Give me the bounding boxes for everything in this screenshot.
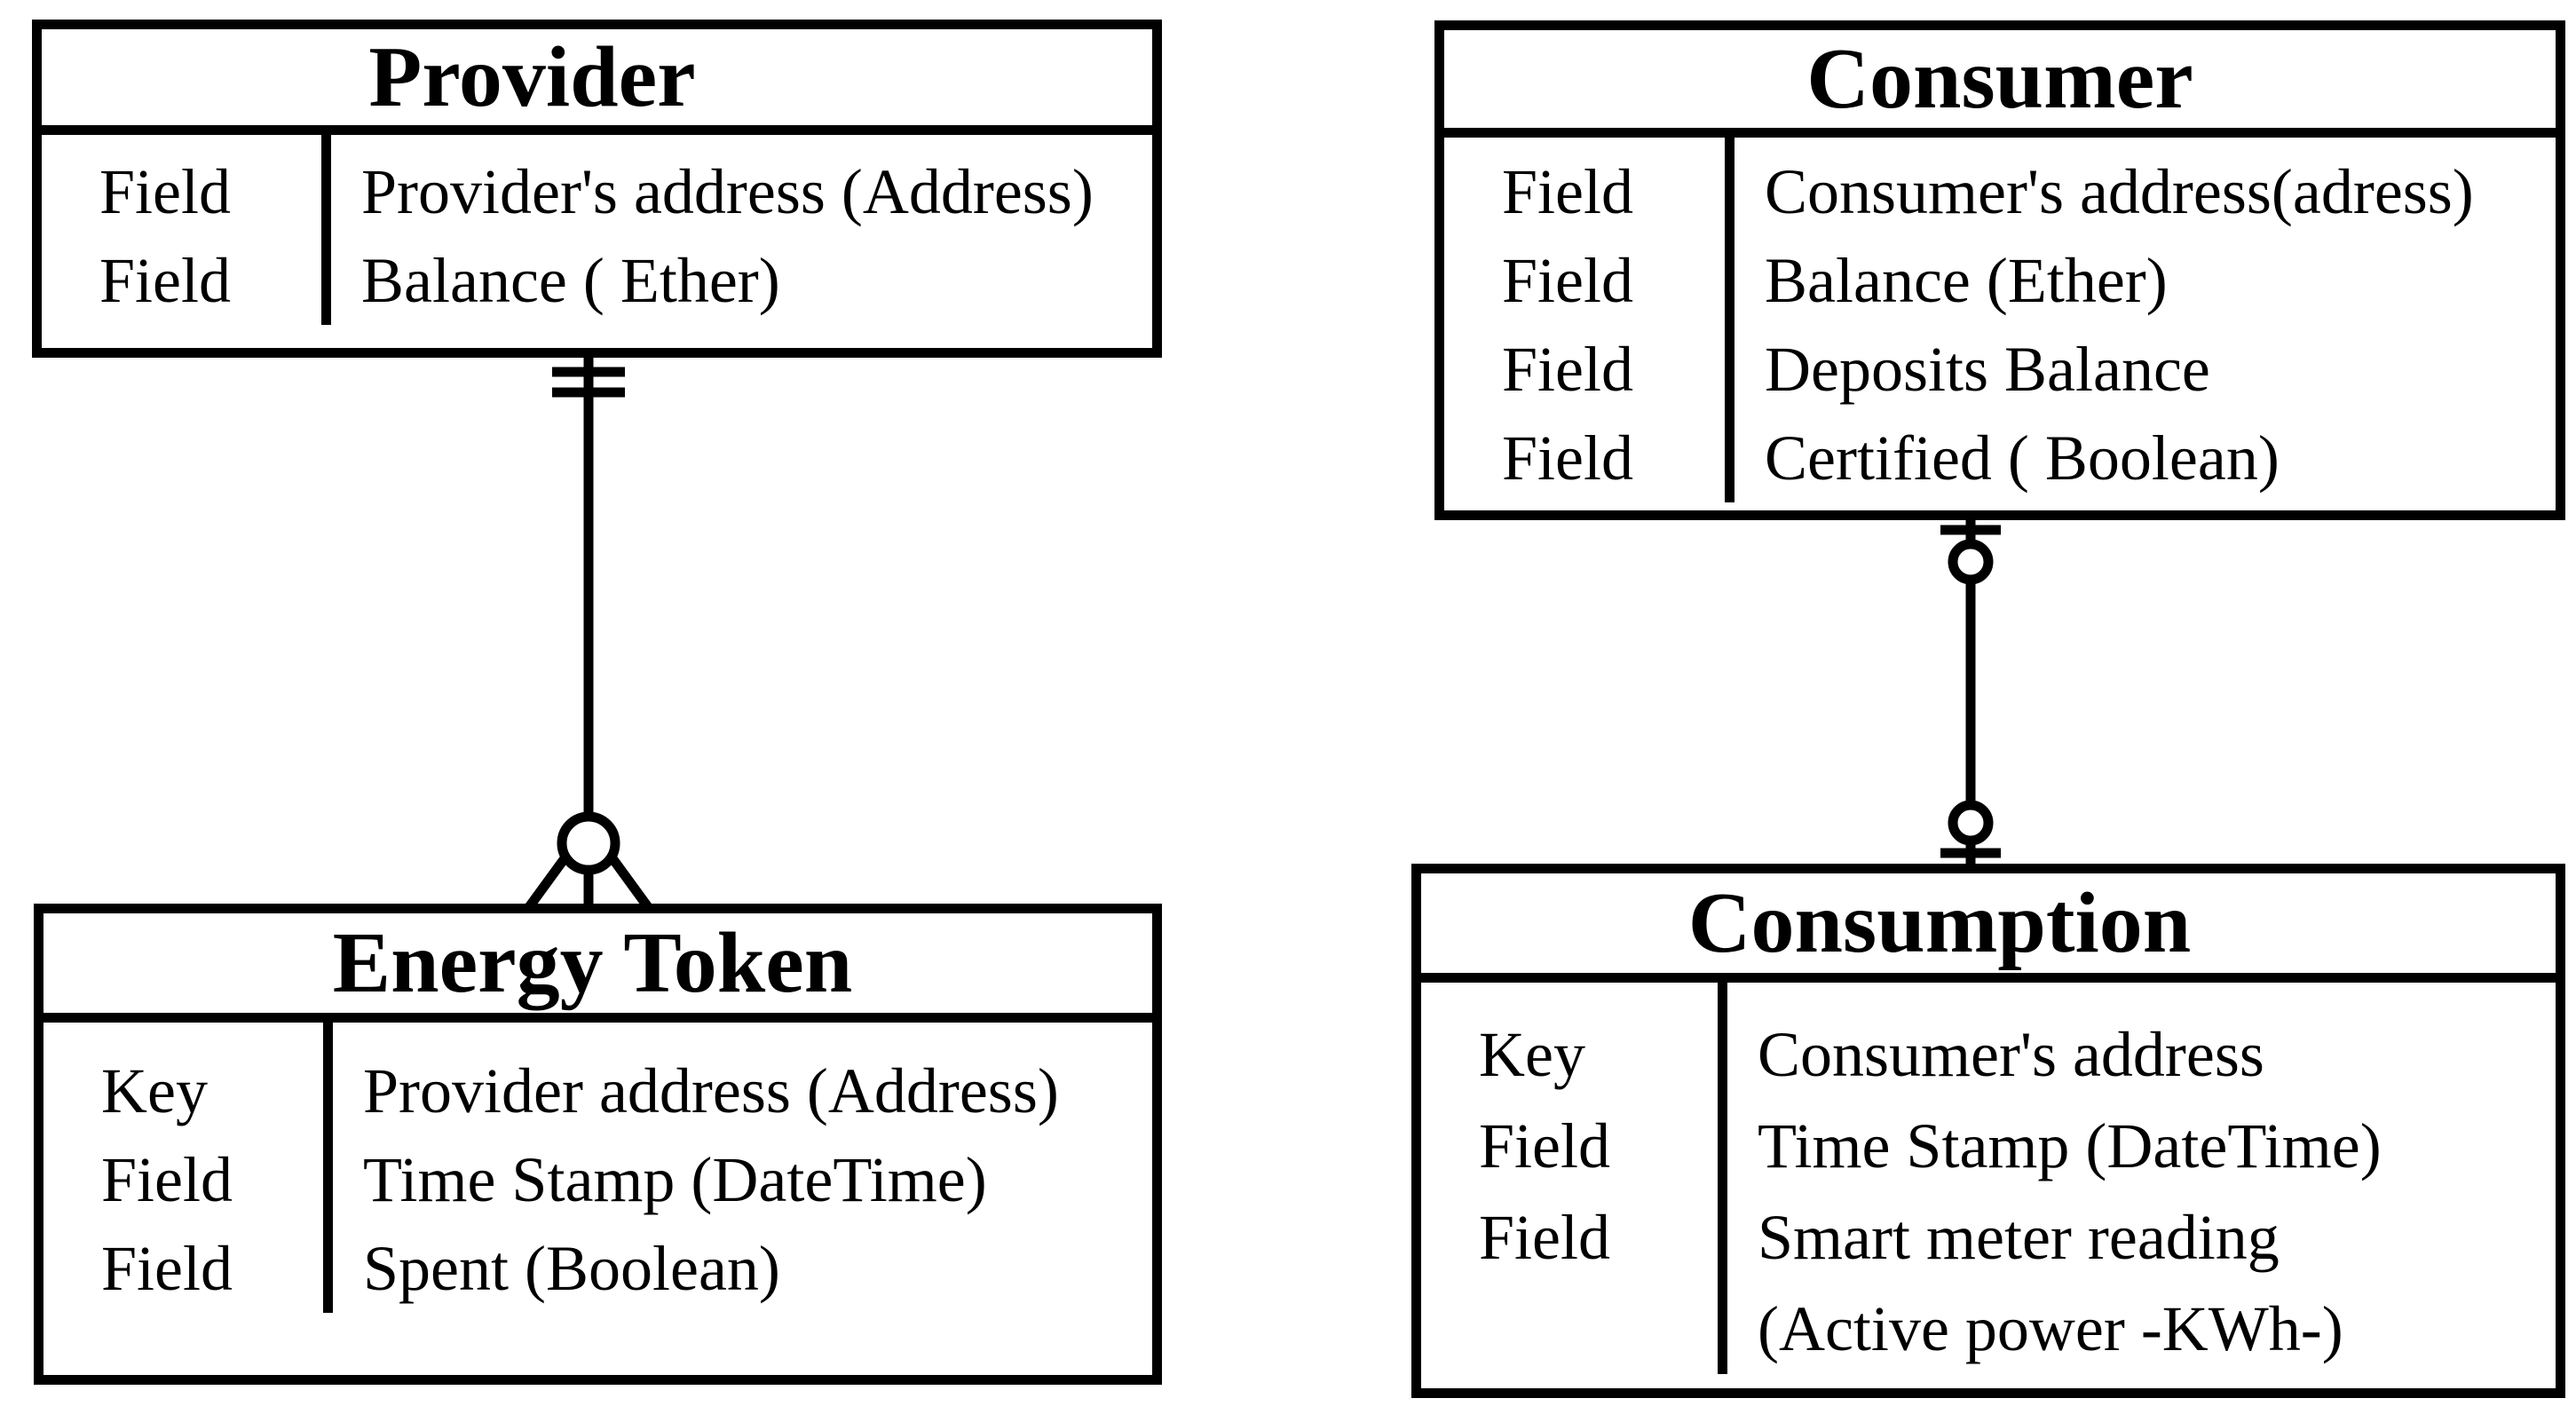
row-kind: Field [1479, 1110, 1611, 1181]
one-and-only-one-symbol [552, 367, 625, 398]
row-value: Time Stamp (DateTime) [363, 1144, 987, 1215]
column-divider [1718, 983, 1727, 1374]
row-kind: Field [101, 1144, 233, 1215]
field-row: Field Spent (Boolean) [43, 1224, 1152, 1313]
field-row: Field Balance ( Ether) [42, 236, 1152, 325]
relationship-provider-energytoken [522, 358, 655, 914]
row-kind: Field [101, 1233, 233, 1304]
entity-energy-token-fields: Key Provider address (Address) Field Tim… [43, 1023, 1152, 1313]
row-kind: Key [101, 1055, 208, 1126]
column-divider [321, 135, 331, 325]
field-row: Key Consumer's address [1421, 1008, 2556, 1100]
row-kind: Field [1502, 423, 1634, 494]
row-value: Consumer's address(adress) [1765, 156, 2474, 227]
row-value: Deposits Balance [1765, 334, 2210, 405]
row-value: Spent (Boolean) [363, 1233, 780, 1304]
row-value: Balance ( Ether) [361, 245, 780, 316]
row-kind: Key [1479, 1018, 1585, 1090]
row-value: Time Stamp (DateTime) [1758, 1110, 2382, 1181]
field-row: Field Deposits Balance [1444, 325, 2556, 414]
row-kind: Field [1502, 334, 1634, 405]
zero-or-many-symbol [522, 811, 655, 914]
field-row: Field Provider's address (Address) [42, 147, 1152, 236]
entity-provider-fields: Field Provider's address (Address) Field… [42, 135, 1152, 325]
field-row-continuation: (Active power -KWh-) [1421, 1283, 2556, 1374]
entity-energy-token: Energy Token Key Provider address (Addre… [34, 904, 1162, 1385]
row-kind: Field [1479, 1201, 1611, 1273]
entity-title-text: Consumer [1806, 31, 2193, 127]
row-value: Consumer's address [1758, 1018, 2264, 1090]
row-value: Provider address (Address) [363, 1055, 1059, 1126]
entity-title-text: Provider [368, 29, 696, 125]
entity-consumption-fields: Key Consumer's address Field Time Stamp … [1421, 983, 2556, 1374]
entity-provider: Provider Field Provider's address (Addre… [32, 20, 1162, 358]
row-kind: Field [1502, 156, 1634, 227]
row-value: Smart meter reading [1758, 1201, 2280, 1273]
entity-title-text: Consumption [1687, 875, 2192, 971]
zero-or-one-symbol-bottom [1940, 800, 2001, 858]
row-kind: Field [1502, 245, 1634, 316]
zero-or-one-symbol-top [1940, 525, 2001, 585]
row-value-continuation: (Active power -KWh-) [1758, 1292, 2343, 1364]
entity-title-text: Energy Token [332, 915, 853, 1011]
column-divider [323, 1023, 333, 1313]
field-row: Field Smart meter reading [1421, 1191, 2556, 1283]
field-row: Field Certified ( Boolean) [1444, 414, 2556, 502]
entity-consumer: Consumer Field Consumer's address(adress… [1434, 20, 2565, 520]
column-divider [1725, 138, 1734, 502]
field-row: Field Balance (Ether) [1444, 236, 2556, 325]
entity-consumption: Consumption Key Consumer's address Field… [1411, 864, 2565, 1398]
field-row: Field Time Stamp (DateTime) [43, 1135, 1152, 1224]
row-value: Balance (Ether) [1765, 245, 2168, 316]
entity-consumption-title: Consumption [1421, 873, 2556, 983]
entity-consumer-fields: Field Consumer's address(adress) Field B… [1444, 138, 2556, 502]
field-row: Field Consumer's address(adress) [1444, 147, 2556, 236]
relationship-consumer-consumption [1940, 520, 2001, 864]
entity-consumer-title: Consumer [1444, 30, 2556, 138]
row-kind: Field [99, 245, 232, 316]
entity-provider-title: Provider [42, 29, 1152, 135]
field-row: Field Time Stamp (DateTime) [1421, 1100, 2556, 1191]
row-kind: Field [99, 156, 232, 227]
entity-energy-token-title: Energy Token [43, 913, 1152, 1023]
row-value: Provider's address (Address) [361, 156, 1094, 227]
row-value: Certified ( Boolean) [1765, 423, 2280, 494]
field-row: Key Provider address (Address) [43, 1047, 1152, 1135]
